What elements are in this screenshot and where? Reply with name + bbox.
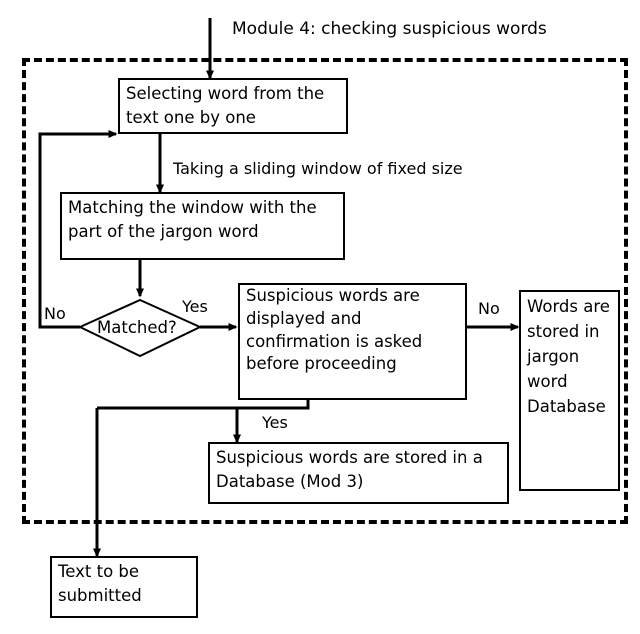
node-decision-matched-label: Matched?	[97, 318, 177, 337]
node-jargon-word-database[interactable]: Words are stored in jargon word Database	[519, 290, 620, 491]
edge-label-yes-matched: Yes	[182, 297, 208, 316]
node-matching-window[interactable]: Matching the window with the part of the…	[60, 192, 345, 260]
edge-confirm-bus	[97, 400, 310, 410]
node-selecting-word[interactable]: Selecting word from the text one by one	[118, 78, 348, 134]
diagram-title: Module 4: checking suspicious words	[232, 19, 547, 39]
node-suspicious-display[interactable]: Suspicious words are displayed and confi…	[238, 283, 467, 400]
edge-no-loop-back	[38, 130, 118, 329]
module-boundary-frame	[22, 58, 628, 524]
edge-label-yes-confirm: Yes	[262, 413, 288, 432]
node-text-to-be-submitted[interactable]: Text to be submitted	[50, 556, 198, 618]
edge-label-no-loop: No	[44, 304, 66, 323]
edge-label-no-confirm: No	[478, 299, 500, 318]
edge-label-sliding-window: Taking a sliding window of fixed size	[173, 159, 463, 178]
node-suspicious-database-store[interactable]: Suspicious words are stored in a Databas…	[208, 442, 509, 504]
decision-diamond	[77, 298, 203, 358]
